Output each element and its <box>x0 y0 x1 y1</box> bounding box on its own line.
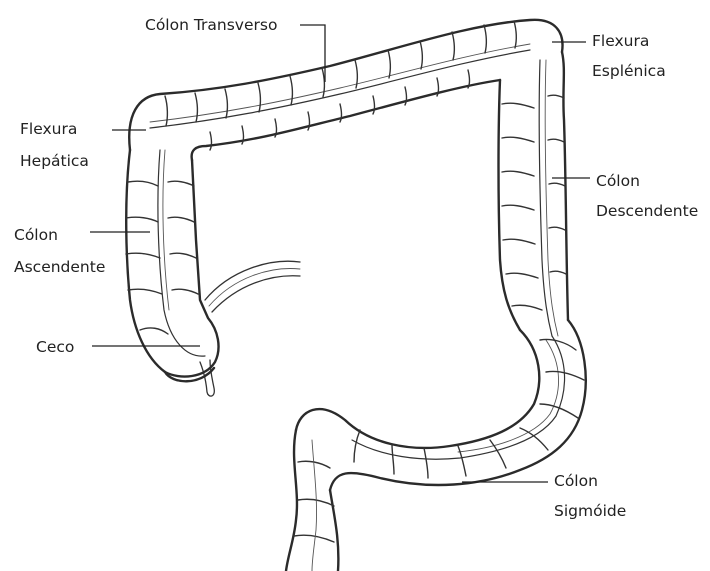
label-colon-ascendente-line2: Ascendente <box>14 258 105 276</box>
colon-illustration <box>126 20 586 571</box>
label-flexura-hepatica-line1: Flexura <box>20 120 77 138</box>
label-ceco: Ceco <box>36 338 74 356</box>
label-colon-sigmoide-line1: Cólon <box>554 472 598 490</box>
label-colon-sigmoide-line2: Sigmóide <box>554 502 626 520</box>
label-colon-descendente-line1: Cólon <box>596 172 640 190</box>
label-flexura-esplenica-line2: Esplénica <box>592 62 666 80</box>
ileum <box>205 261 300 312</box>
label-colon-transverso: Cólon Transverso <box>145 16 277 34</box>
label-flexura-esplenica-line1: Flexura <box>592 32 649 50</box>
label-colon-descendente-line2: Descendente <box>596 202 698 220</box>
label-colon-ascendente-line1: Cólon <box>14 226 58 244</box>
label-flexura-hepatica-line2: Hepática <box>20 152 89 170</box>
